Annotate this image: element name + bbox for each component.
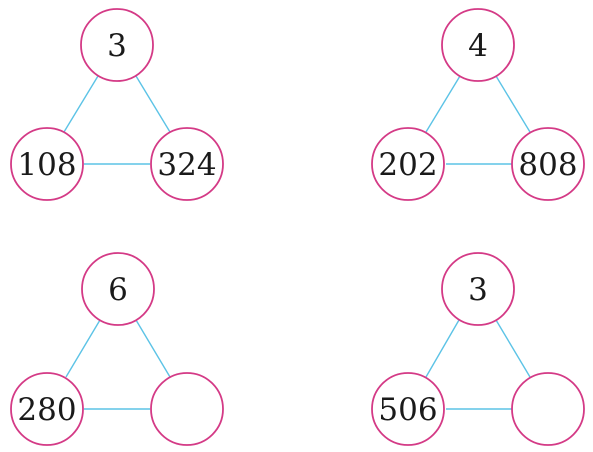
left-node: [10, 127, 84, 201]
triangle-4: 3 506: [371, 252, 585, 446]
left-number: 108: [17, 147, 76, 183]
edge-top-right: [495, 319, 531, 378]
top-node: [81, 252, 155, 326]
right-number: 808: [518, 147, 577, 183]
left-node: [371, 372, 445, 446]
left-node: [371, 127, 445, 201]
edge-top-right: [135, 75, 171, 133]
edge-top-right: [135, 319, 171, 378]
top-node: [441, 8, 515, 82]
top-number: 6: [108, 272, 128, 308]
top-number: 4: [468, 28, 488, 64]
left-number: 202: [378, 147, 437, 183]
edge-top-left: [63, 75, 99, 133]
triangle-1: 3 108 324: [10, 8, 224, 201]
top-number: 3: [107, 28, 127, 64]
edge-top-right: [495, 75, 531, 133]
triangle-3: 6 280: [10, 252, 224, 446]
right-node: [511, 372, 585, 446]
triangle-2: 4 202 808: [371, 8, 585, 201]
left-node: [10, 372, 84, 446]
right-node: [150, 372, 224, 446]
right-node: [511, 127, 585, 201]
edge-top-left: [65, 319, 101, 378]
left-number: 280: [17, 392, 76, 428]
top-node: [80, 8, 154, 82]
right-node: [150, 127, 224, 201]
edge-top-left: [425, 75, 461, 133]
left-number: 506: [378, 392, 437, 428]
edge-top-left: [425, 319, 460, 378]
top-number: 3: [468, 272, 488, 308]
top-node: [441, 252, 515, 326]
right-number: 324: [157, 147, 216, 183]
